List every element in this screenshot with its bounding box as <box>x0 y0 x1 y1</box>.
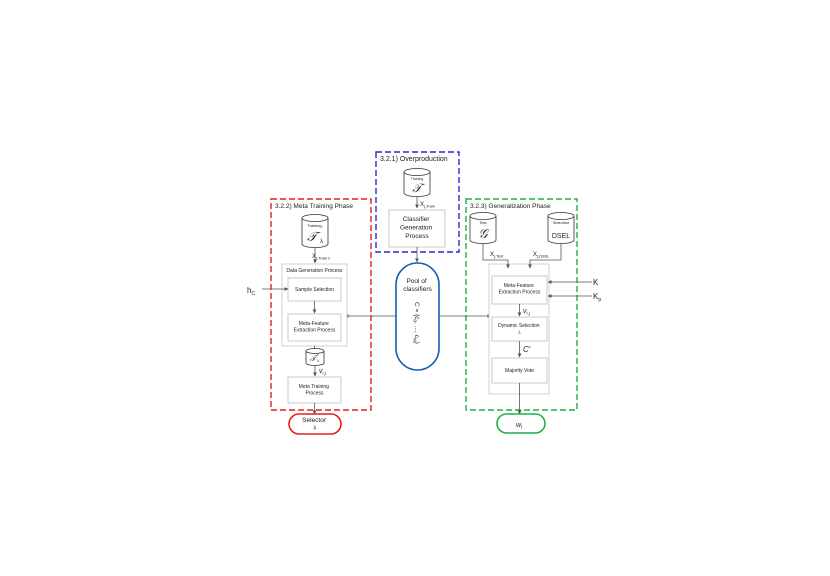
generalization-frame <box>465 198 578 411</box>
meta-feature-extraction-label-train: Meta-Feature Extraction Process <box>294 321 336 334</box>
data-generation-title: Data Generation Process <box>286 268 343 274</box>
x-train-lambda-label: Xj,Train λ <box>312 254 330 261</box>
meta-training-process-box <box>287 376 342 404</box>
pool-set-label: C = {c0, ..., cM} <box>413 302 421 345</box>
selector-output-label: Selector λ <box>302 417 328 432</box>
meta-training-title: 3.2.2) Meta Training Phase <box>275 203 353 210</box>
input-kp: Kp <box>593 292 601 303</box>
pool-of-classifiers <box>395 262 440 371</box>
overproduction-title: 3.2.1) Overproduction <box>380 156 448 163</box>
svg-text:𝒯: 𝒯 <box>310 354 319 363</box>
v-ij-gen: vi,j <box>523 308 530 316</box>
selection-database: Selection DSEL <box>547 212 575 244</box>
svg-text:λ: λ <box>317 358 319 363</box>
generalization-title: 3.2.3) Generalization Phase <box>470 203 551 210</box>
meta-training-process-label: Meta Training Process <box>299 384 331 397</box>
c-prime-label: C′ <box>523 345 531 354</box>
x-test-label: Xj,Test <box>490 252 504 259</box>
meta-feature-extraction-box-gen <box>491 275 548 305</box>
svg-text:Test: Test <box>479 220 487 225</box>
meta-training-frame <box>270 198 372 411</box>
majority-vote-box <box>491 357 548 384</box>
overproduction-frame <box>375 151 460 253</box>
dynamic-selection-box <box>491 316 548 342</box>
x-dsel-label: Xj,DSEL <box>533 252 550 259</box>
svg-text:*: * <box>317 352 319 357</box>
meta-feature-extraction-label-gen: Meta-Feature Extraction Process <box>499 283 541 296</box>
selector-output <box>288 413 342 435</box>
v-ij-train: vi,j <box>319 368 326 376</box>
svg-text:Training: Training <box>411 177 424 181</box>
input-k: K <box>593 278 599 287</box>
svg-text:DSEL: DSEL <box>552 233 570 240</box>
classifier-generation-label: Classifier Generation Process <box>400 216 434 240</box>
input-hc: hC <box>247 286 255 297</box>
svg-text:Training,: Training, <box>307 223 322 228</box>
test-database: Test 𝒢 <box>469 212 497 244</box>
svg-text:𝒢: 𝒢 <box>478 226 490 241</box>
pool-label: Pool of classifiers <box>403 278 432 293</box>
majority-vote-label: Majority Vote <box>505 368 534 374</box>
classifier-generation-box <box>388 209 446 248</box>
svg-text:λ: λ <box>320 239 323 245</box>
meta-training-database: Training, 𝒯 λ <box>301 214 329 248</box>
training-database: Training 𝒯 <box>403 168 431 197</box>
x-train-label: Xj,Train <box>420 202 435 209</box>
dynamic-selection-label: Dynamic Selection λ <box>498 323 541 336</box>
meta-dataset-database: 𝒯 * λ <box>305 348 325 366</box>
wl-output <box>496 413 546 434</box>
svg-text:Selection: Selection <box>553 220 569 225</box>
sample-selection-label: Sample Selection <box>295 287 334 293</box>
meta-feature-extraction-box-train <box>287 313 342 342</box>
